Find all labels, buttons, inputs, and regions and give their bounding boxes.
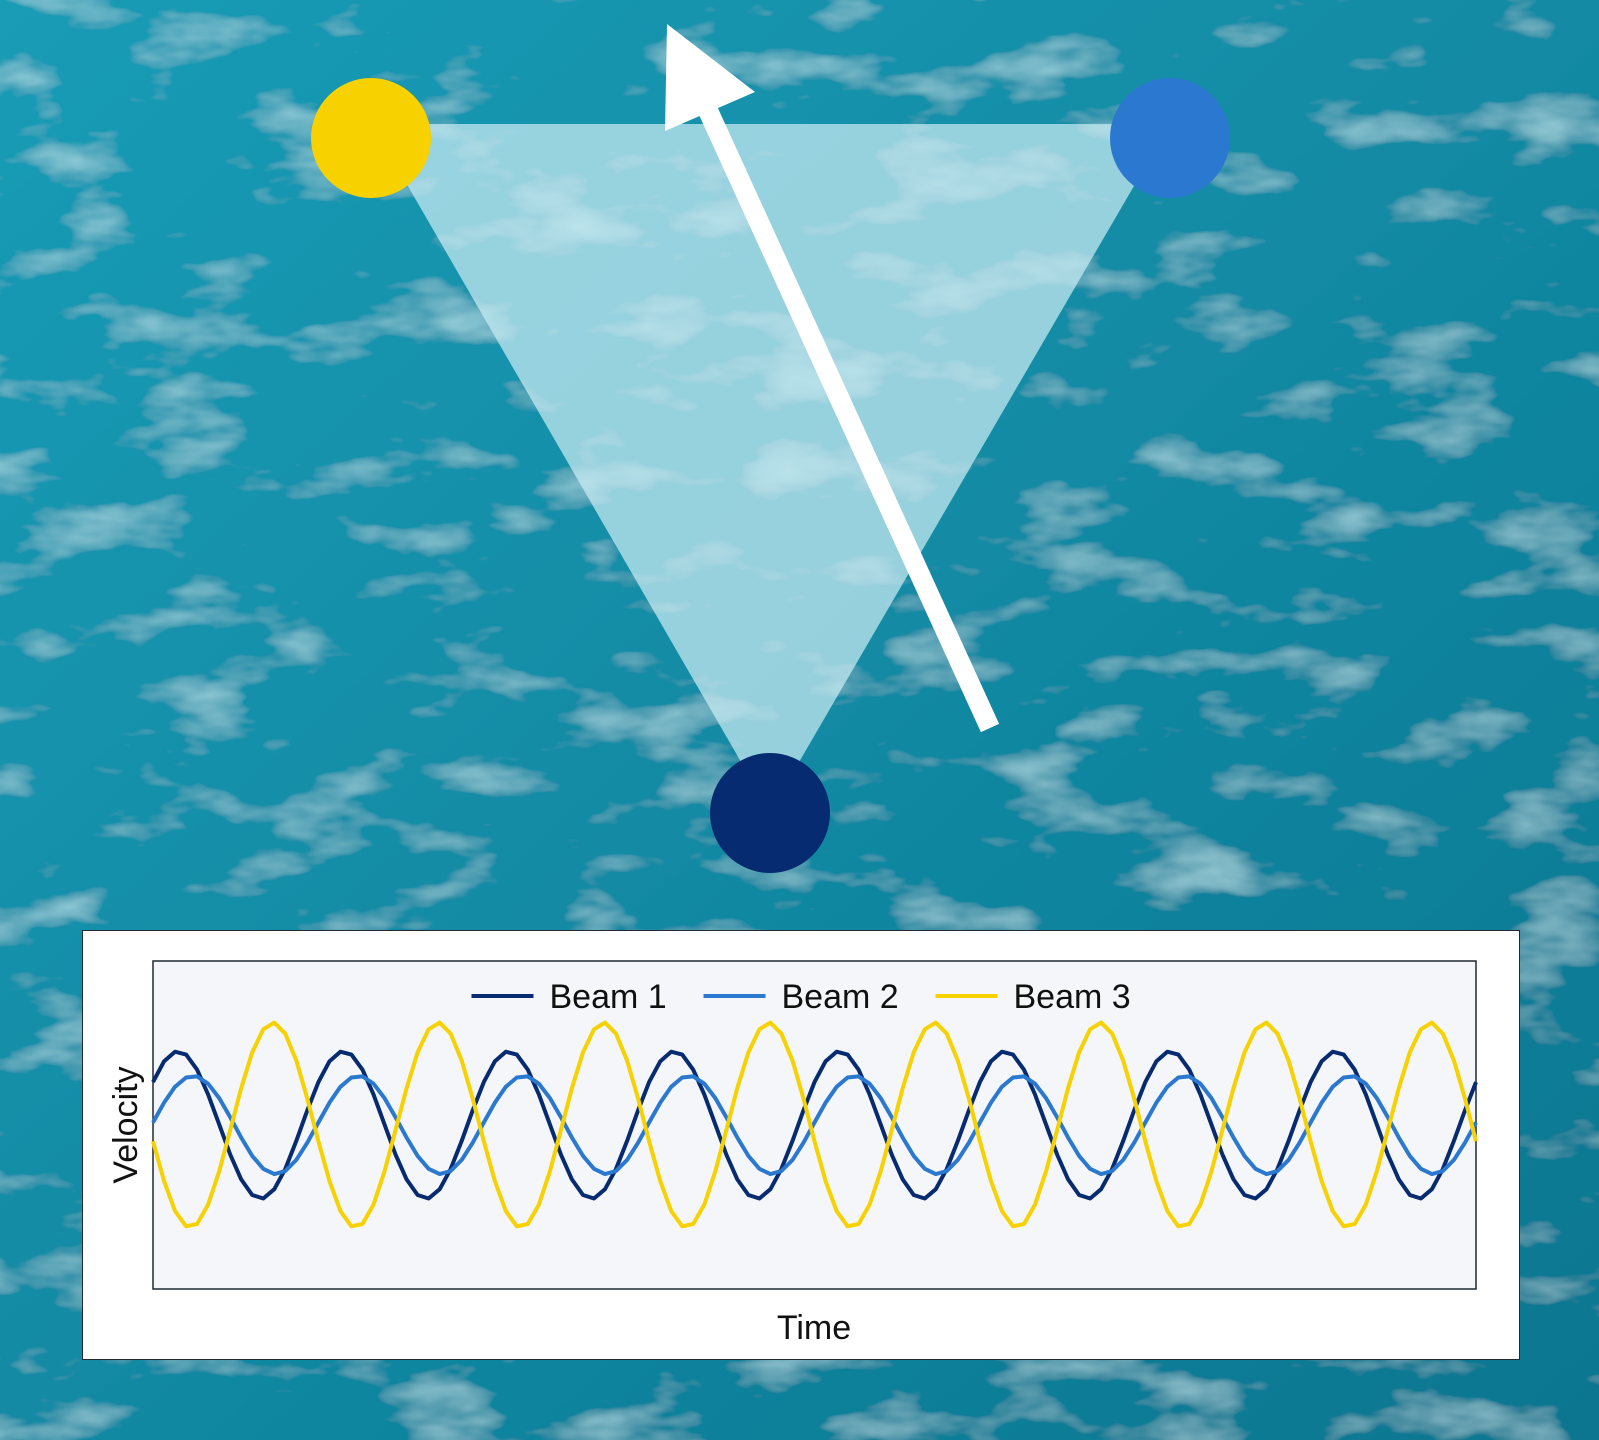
beam2-node-icon [1110, 78, 1230, 198]
x-axis-label: Time [777, 1309, 851, 1347]
series-line-beam-3 [151, 1020, 1478, 1229]
beam-diagram [311, 24, 1230, 873]
legend-label-beam-1: Beam 1 [550, 978, 667, 1016]
series-line-beam-2 [151, 1074, 1478, 1177]
y-axis-label: Velocity [107, 1066, 145, 1183]
velocity-chart: Beam 1 Beam 2 Beam 3 Time Velocity [107, 960, 1478, 1347]
beam3-node-icon [311, 78, 431, 198]
velocity-chart-panel: Beam 1 Beam 2 Beam 3 Time Velocity [82, 930, 1520, 1360]
legend-label-beam-3: Beam 3 [1014, 978, 1131, 1016]
flow-arrow-icon [665, 24, 1000, 733]
series-group [151, 1020, 1478, 1229]
series-line-beam-1 [151, 1049, 1478, 1201]
beam-triangle [372, 124, 1170, 812]
legend: Beam 1 Beam 2 Beam 3 [471, 978, 1131, 1016]
legend-label-beam-2: Beam 2 [782, 978, 899, 1016]
beam1-node-icon [710, 753, 830, 873]
